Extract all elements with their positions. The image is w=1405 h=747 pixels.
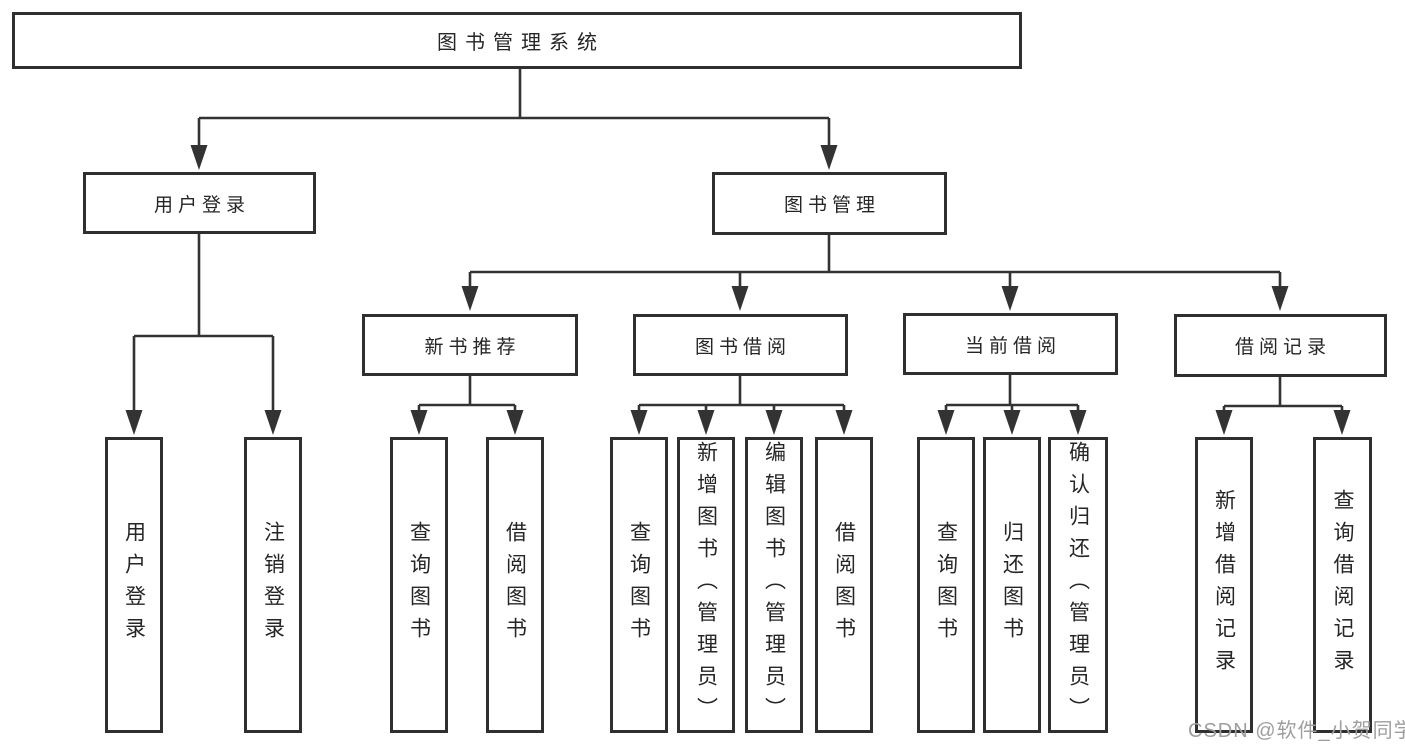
node-label: 用户登录 [122, 521, 146, 649]
node-label: 新增借阅记录 [1212, 489, 1236, 681]
node-label: 查询借阅记录 [1331, 489, 1354, 681]
node-label: 新书推荐 [424, 336, 521, 358]
node-label: 借阅图书 [832, 521, 856, 649]
node-label: 归还图书 [1000, 521, 1024, 649]
node-library-management-system: 图书管理系统 [12, 12, 1022, 69]
node-label: 新增图书（管理员） [694, 441, 718, 729]
node-book-management: 图书管理 [712, 172, 947, 235]
node-book-borrowing: 图书借阅 [633, 314, 848, 376]
node-borrowing-records: 借阅记录 [1174, 314, 1387, 377]
node-label: 查询图书 [407, 521, 431, 649]
node-query-borrow-record: 查询借阅记录 [1313, 437, 1372, 733]
node-add-books-admin: 新增图书（管理员） [677, 437, 735, 733]
node-label: 图书借阅 [694, 336, 791, 358]
node-label: 查询图书 [934, 521, 958, 649]
node-logout-action: 注销登录 [244, 437, 302, 733]
node-borrow-books-recommend: 借阅图书 [486, 437, 544, 733]
node-label: 注销登录 [261, 521, 285, 649]
node-confirm-return-admin: 确认归还（管理员） [1048, 437, 1108, 733]
node-borrow-books: 借阅图书 [815, 437, 873, 733]
node-label: 图书管理 [783, 195, 880, 216]
node-label: 编辑图书（管理员） [762, 441, 786, 729]
node-query-books-borrowing: 查询图书 [610, 437, 668, 733]
node-label: 确认归还（管理员） [1066, 441, 1090, 729]
node-current-borrowing: 当前借阅 [903, 313, 1118, 375]
node-query-books-recommend: 查询图书 [390, 437, 448, 733]
node-user-login: 用户登录 [83, 172, 316, 234]
node-return-books: 归还图书 [983, 437, 1041, 733]
node-query-books-current: 查询图书 [917, 437, 975, 733]
node-new-book-recommendation: 新书推荐 [362, 314, 578, 376]
node-label: 当前借阅 [964, 335, 1061, 357]
node-label: 查询图书 [627, 521, 651, 649]
node-label: 图书管理系统 [437, 32, 605, 54]
node-add-borrow-record: 新增借阅记录 [1195, 437, 1253, 733]
node-user-login-action: 用户登录 [105, 437, 163, 733]
watermark-text: CSDN @软件_小贺同学 [1188, 720, 1405, 742]
node-label: 借阅图书 [503, 521, 527, 649]
node-label: 用户登录 [153, 194, 250, 216]
node-edit-books-admin: 编辑图书（管理员） [745, 437, 803, 733]
arrowheads [125, 145, 1351, 435]
node-label: 借阅记录 [1234, 337, 1331, 358]
